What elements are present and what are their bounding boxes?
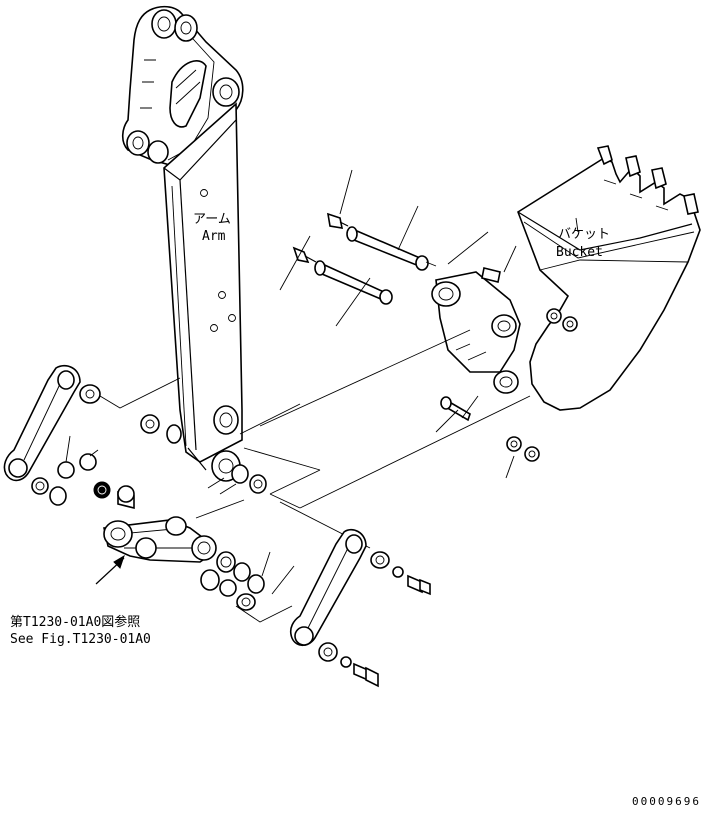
arm-label-en: Arm <box>202 229 226 244</box>
reference-label-en: See Fig.T1230-01A0 <box>10 632 151 647</box>
grease-fitting-upper <box>326 212 349 229</box>
connecting-link <box>103 516 217 563</box>
bucket-label-jp: バケット <box>558 227 610 242</box>
bucket-label-en: Bucket <box>556 245 603 260</box>
bucket-bolt <box>440 396 471 422</box>
bucket-pin-upper <box>346 226 437 271</box>
reference-label-jp: 第T1230-01A0図参照 <box>10 614 140 630</box>
drawing-number: 00009696 <box>632 795 701 808</box>
arm-label-jp: アーム <box>193 212 231 227</box>
bucket <box>431 145 701 411</box>
link-plate-left <box>3 364 81 482</box>
bucket-pin-lower <box>314 260 393 305</box>
arm <box>121 5 244 482</box>
grease-fitting-lower <box>292 246 317 264</box>
link-plate-right <box>289 528 367 647</box>
